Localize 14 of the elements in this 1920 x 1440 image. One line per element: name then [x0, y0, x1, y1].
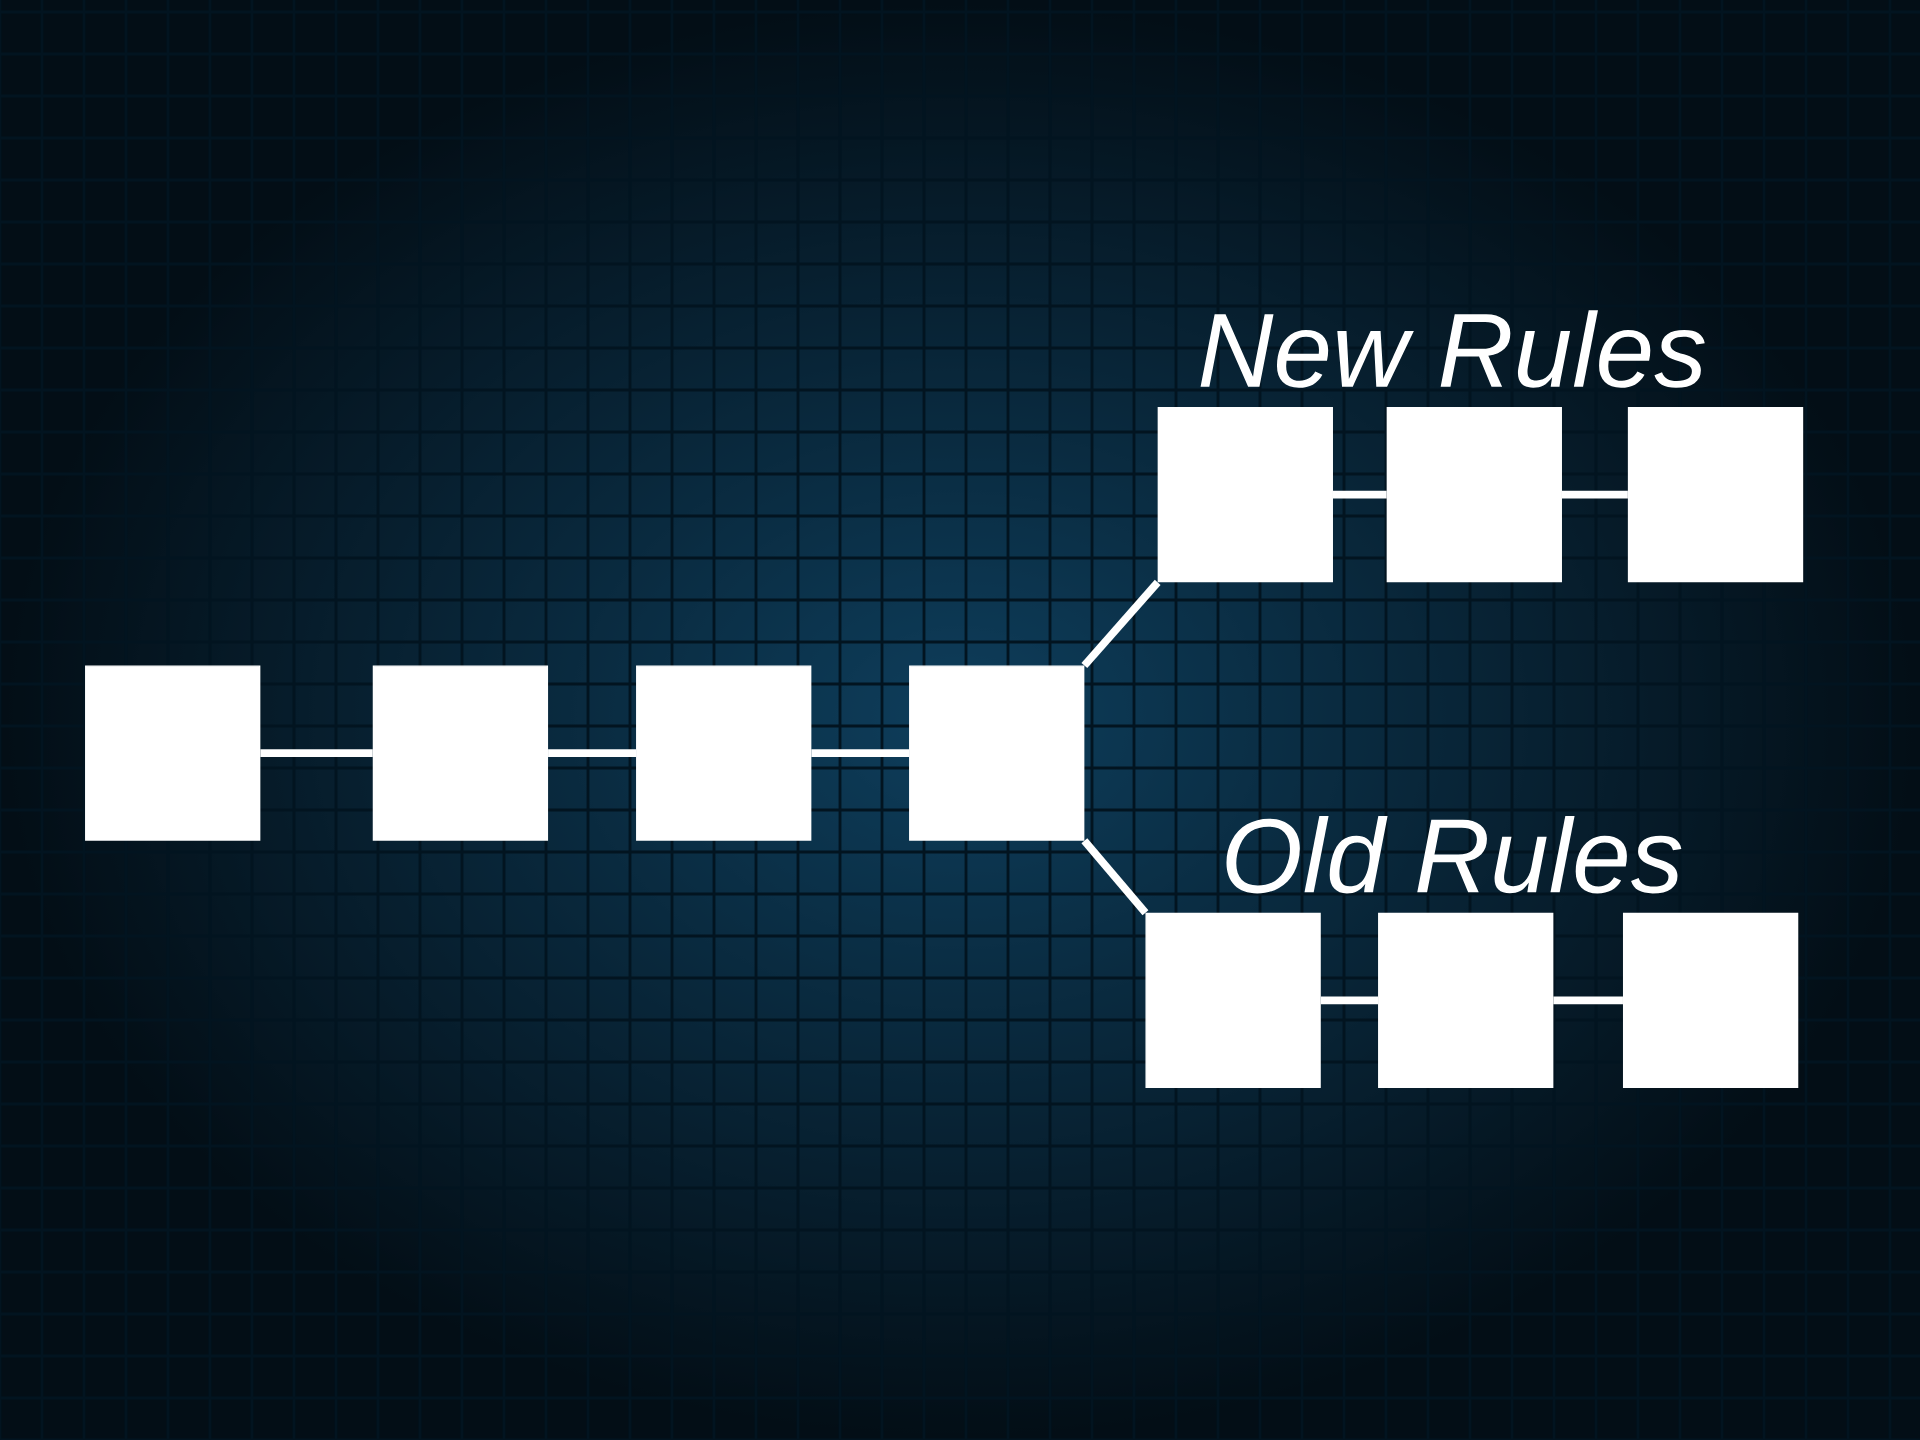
square-box — [1378, 912, 1554, 1089]
square-box — [372, 665, 549, 841]
group-label: New Rules — [1200, 310, 1705, 388]
connector-line — [1081, 579, 1161, 668]
square-box — [1386, 407, 1562, 583]
square-box — [85, 665, 261, 841]
group-label: Old Rules — [1226, 815, 1682, 894]
connector-line — [1081, 838, 1149, 916]
square-box — [1622, 912, 1799, 1089]
square-box — [1157, 407, 1333, 583]
square-box — [1145, 912, 1321, 1089]
square-box — [636, 665, 812, 841]
square-box — [1627, 407, 1804, 583]
square-box — [909, 665, 1085, 841]
